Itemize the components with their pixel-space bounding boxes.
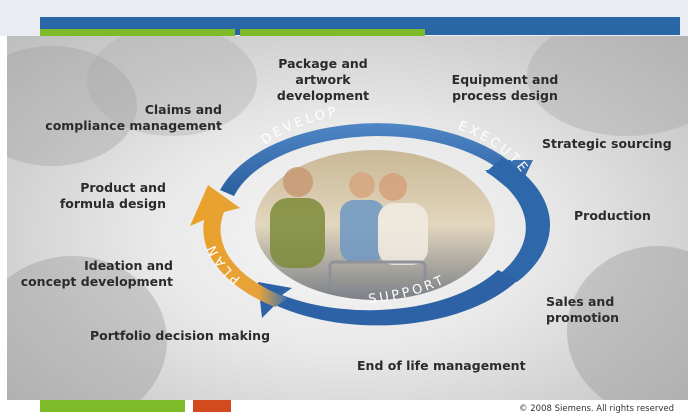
diagram-stage: [7, 36, 688, 400]
plan-arc: [190, 185, 288, 307]
activity-portfolio-decision: Portfolio decision making: [90, 328, 271, 343]
banner-green-stripe-left: [40, 29, 235, 36]
activity-package-artwork: Package and artwork development: [276, 56, 370, 103]
banner-green-stripe-right: [240, 29, 425, 36]
activity-equipment-process: Equipment and process design: [451, 72, 559, 103]
activity-claims-compliance: Claims and compliance management: [45, 102, 222, 133]
background-photo-collage: [7, 46, 137, 166]
develop-arc: [220, 123, 533, 196]
footer-red-tab: [193, 400, 231, 412]
support-arc: [258, 270, 518, 326]
activity-sales-promotion: Sales and promotion: [546, 294, 620, 325]
activity-end-of-life: End of life management: [357, 358, 526, 373]
activity-strategic-sourcing: Strategic sourcing: [542, 136, 672, 151]
copyright-notice: © 2008 Siemens. All rights reserved: [519, 404, 674, 414]
activity-product-formula: Product and formula design: [59, 180, 166, 211]
activity-ideation-concept: Ideation and concept development: [20, 258, 173, 289]
background-shape: [87, 36, 257, 136]
family-figures: [270, 167, 428, 290]
activity-production: Production: [574, 208, 651, 223]
top-banner: [0, 0, 688, 36]
execute-arc: [486, 158, 551, 282]
footer-green-tab: [40, 400, 185, 412]
